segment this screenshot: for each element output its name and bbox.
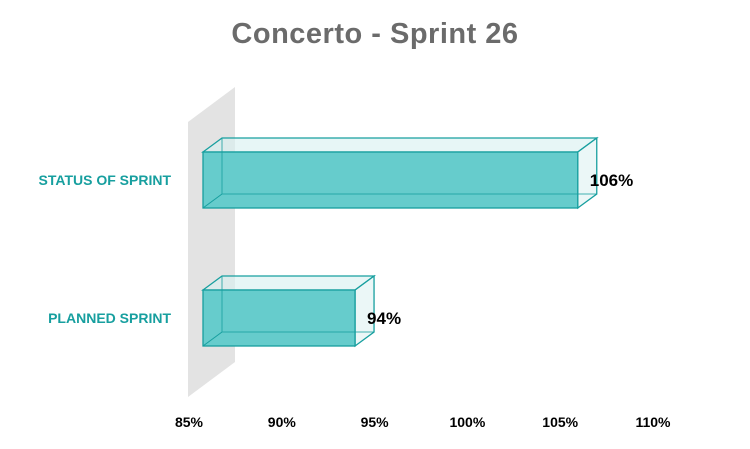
chart-title: Concerto - Sprint 26 [231,18,519,50]
category-label: PLANNED SPRINT [48,310,171,326]
x-tick-label: 85% [175,414,204,430]
data-label: 94% [367,309,401,328]
bar-top-face [201,275,377,291]
bar-depth-edge [202,193,223,209]
x-tick-label: 95% [361,414,390,430]
bar-depth-edge [202,331,223,347]
bar [202,289,356,347]
x-tick-label: 110% [635,414,671,430]
x-tick-label: 100% [449,414,485,430]
data-label: 106% [590,171,633,190]
bar-top-face [201,137,599,153]
x-tick-label: 105% [542,414,578,430]
category-label: STATUS OF SPRINT [39,172,172,188]
bar [202,151,579,209]
x-tick-label: 90% [268,414,297,430]
chart-back-wall [188,87,235,397]
